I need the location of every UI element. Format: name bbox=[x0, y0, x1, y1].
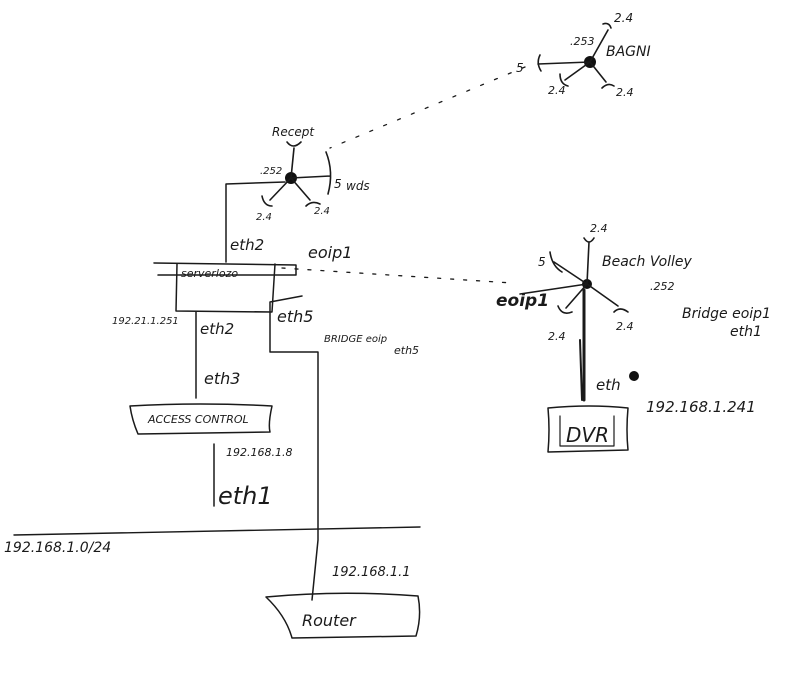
beach-freq-top: 2.4 bbox=[590, 222, 608, 235]
bagni-freq-br: 2.4 bbox=[616, 86, 634, 99]
beach-antenna-bl bbox=[557, 283, 588, 314]
port-eth-dvr: eth bbox=[596, 376, 621, 394]
beach-eoip-stub bbox=[519, 283, 588, 295]
access-ip: 192.168.1.8 bbox=[226, 446, 292, 459]
bagni-antenna-left bbox=[537, 54, 591, 72]
beach-freq-5: 5 bbox=[538, 255, 546, 269]
access-control-outline bbox=[129, 403, 273, 435]
cable-eth5-bridge bbox=[269, 295, 319, 601]
eth-dvr-scribble bbox=[629, 371, 639, 381]
access-control-label: ACCESS CONTROL bbox=[147, 413, 249, 426]
reception-antenna-top bbox=[286, 141, 302, 179]
port-eoip1-beach: eoip1 bbox=[496, 291, 549, 311]
reception-node: Recept .252 5 wds 2.4 2.4 bbox=[256, 125, 370, 223]
port-eth2-top: eth2 bbox=[230, 236, 264, 254]
beach-freq-bl: 2.4 bbox=[548, 330, 566, 343]
cable-reception-server bbox=[225, 181, 286, 263]
server-top-bar bbox=[153, 262, 297, 276]
port-eth3: eth3 bbox=[204, 369, 240, 388]
reception-wds: wds bbox=[346, 179, 370, 193]
server-box: serverlozo bbox=[153, 262, 297, 313]
wireless-link-bagni-reception bbox=[329, 66, 526, 149]
router-box: Router 192.168.1.1 bbox=[265, 565, 421, 639]
router-outline bbox=[265, 592, 421, 639]
dvr-inner bbox=[559, 415, 615, 447]
beach-antenna-5 bbox=[549, 251, 588, 285]
port-eth5: eth5 bbox=[277, 307, 313, 326]
reception-antenna-br bbox=[290, 177, 321, 207]
beach-antenna-br bbox=[586, 283, 629, 313]
lan-subnet: 192.168.1.0/24 bbox=[4, 540, 111, 556]
reception-antenna-bl bbox=[261, 177, 292, 207]
reception-freq-br: 2.4 bbox=[314, 206, 330, 217]
bagni-label: BAGNI bbox=[606, 44, 651, 60]
beach-label: Beach Volley bbox=[602, 254, 693, 270]
router-label: Router bbox=[302, 611, 357, 630]
bagni-antenna-br bbox=[589, 61, 615, 89]
cable-beach-dvr-2 bbox=[579, 339, 583, 401]
beach-freq-br: 2.4 bbox=[616, 320, 634, 333]
access-control-box: ACCESS CONTROL bbox=[129, 403, 273, 435]
dvr-outline bbox=[547, 405, 629, 453]
port-eoip1-server: eoip1 bbox=[308, 243, 352, 262]
beach-ip-suffix: .252 bbox=[650, 280, 675, 293]
bridge-note-line1: BRIDGE eoip bbox=[324, 334, 387, 345]
beach-bridge-note-1: Bridge eoip1 bbox=[682, 306, 771, 322]
dvr-ip: 192.168.1.241 bbox=[646, 398, 756, 416]
server-label: serverlozo bbox=[181, 267, 238, 280]
beach-bridge-note-2: eth1 bbox=[730, 324, 762, 340]
dvr-box: DVR 192.168.1.241 bbox=[547, 398, 756, 453]
bagni-freq-5: 5 bbox=[516, 61, 524, 75]
bagni-freq-top: 2.4 bbox=[614, 11, 633, 25]
router-ip: 192.168.1.1 bbox=[332, 565, 411, 580]
bagni-ip-suffix: .253 bbox=[570, 35, 595, 48]
bagni-antenna-top bbox=[589, 22, 612, 63]
reception-ip-suffix: .252 bbox=[260, 166, 282, 177]
reception-antenna-right bbox=[290, 151, 332, 195]
bagni-freq-bl: 2.4 bbox=[548, 84, 566, 97]
bridge-note-line2: eth5 bbox=[394, 344, 419, 357]
port-eth2-left: eth2 bbox=[200, 320, 234, 338]
server-ip: 192.21.1.251 bbox=[112, 316, 179, 327]
server-outline bbox=[175, 263, 276, 313]
port-eth1-access: eth1 bbox=[218, 482, 273, 510]
beach-volley-node: 2.4 5 Beach Volley .252 2.4 2.4 Bridge e… bbox=[519, 222, 771, 343]
beach-antenna-top bbox=[583, 237, 595, 285]
lan-bus-line bbox=[13, 526, 421, 536]
reception-freq-5: 5 bbox=[334, 177, 342, 191]
eoip-tunnel-link bbox=[281, 267, 513, 284]
reception-freq-bl: 2.4 bbox=[256, 212, 272, 223]
dvr-label: DVR bbox=[566, 423, 609, 447]
bagni-antenna-bl bbox=[559, 61, 591, 87]
reception-label: Recept bbox=[272, 125, 315, 139]
bagni-node: 2.4 .253 BAGNI 5 2.4 2.4 bbox=[516, 11, 651, 99]
